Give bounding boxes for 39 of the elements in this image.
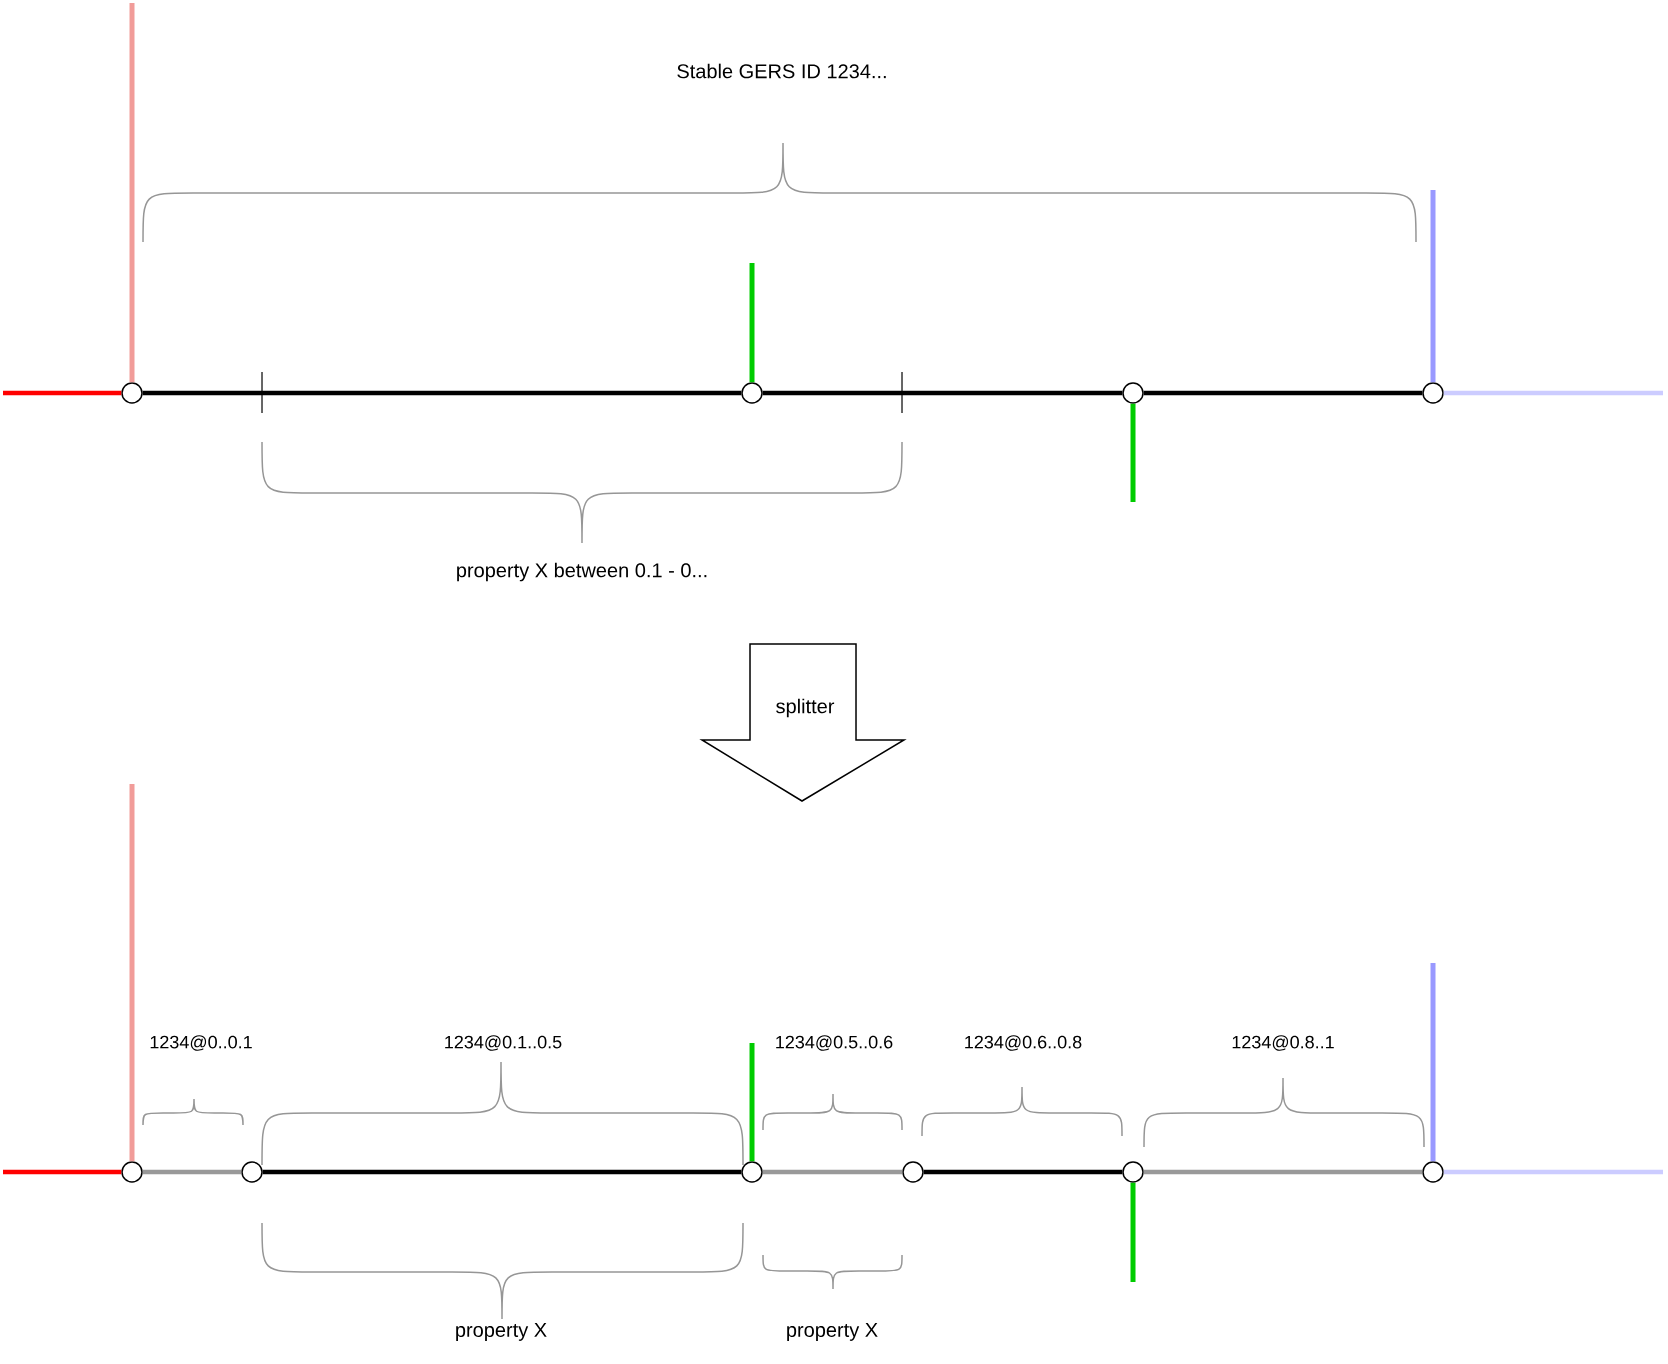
connector-line [3,1169,122,1175]
junction-circle [1122,1161,1144,1183]
junction-circle [121,382,143,404]
connector-line [762,1169,903,1175]
connector-line [1143,1169,1423,1175]
connector-line [749,1043,755,1162]
text-label: 1234@0.8..1 [1232,1035,1334,1051]
connector-line [142,390,742,396]
text-label: property X between 0.1 - 0... [457,562,707,582]
junction-circle [1122,382,1144,404]
text-label: Stable GERS ID 1234... [677,63,886,79]
junction-circle [741,1161,763,1183]
connector-line [142,1169,242,1175]
connector-line [1130,403,1136,502]
junction-circle [121,1161,143,1183]
connector-line [129,784,135,1162]
connector-line [129,3,135,383]
connector-line [3,390,122,396]
text-label: property X [787,1323,878,1341]
text-label: 1234@0.1..0.5 [445,1035,562,1051]
junction-circle [902,1161,924,1183]
connector-line [762,390,1123,396]
connector-line [1130,1182,1136,1282]
text-label: 1234@0.5..0.6 [776,1035,893,1051]
junction-circle [1422,1161,1444,1183]
connector-line [1143,390,1423,396]
connector-line [1430,190,1436,383]
connector-line [923,1169,1123,1175]
connector-line [262,1169,742,1175]
connector-line [1443,1169,1663,1175]
text-label: 1234@0..0.1 [150,1035,252,1051]
connector-line [749,263,755,383]
junction-circle [741,382,763,404]
text-label: property X [456,1323,547,1341]
junction-circle [1422,382,1444,404]
connector-line [1443,390,1663,396]
connector-line [1430,963,1436,1162]
text-label: 1234@0.6..0.8 [965,1035,1082,1051]
junction-circle [241,1161,263,1183]
